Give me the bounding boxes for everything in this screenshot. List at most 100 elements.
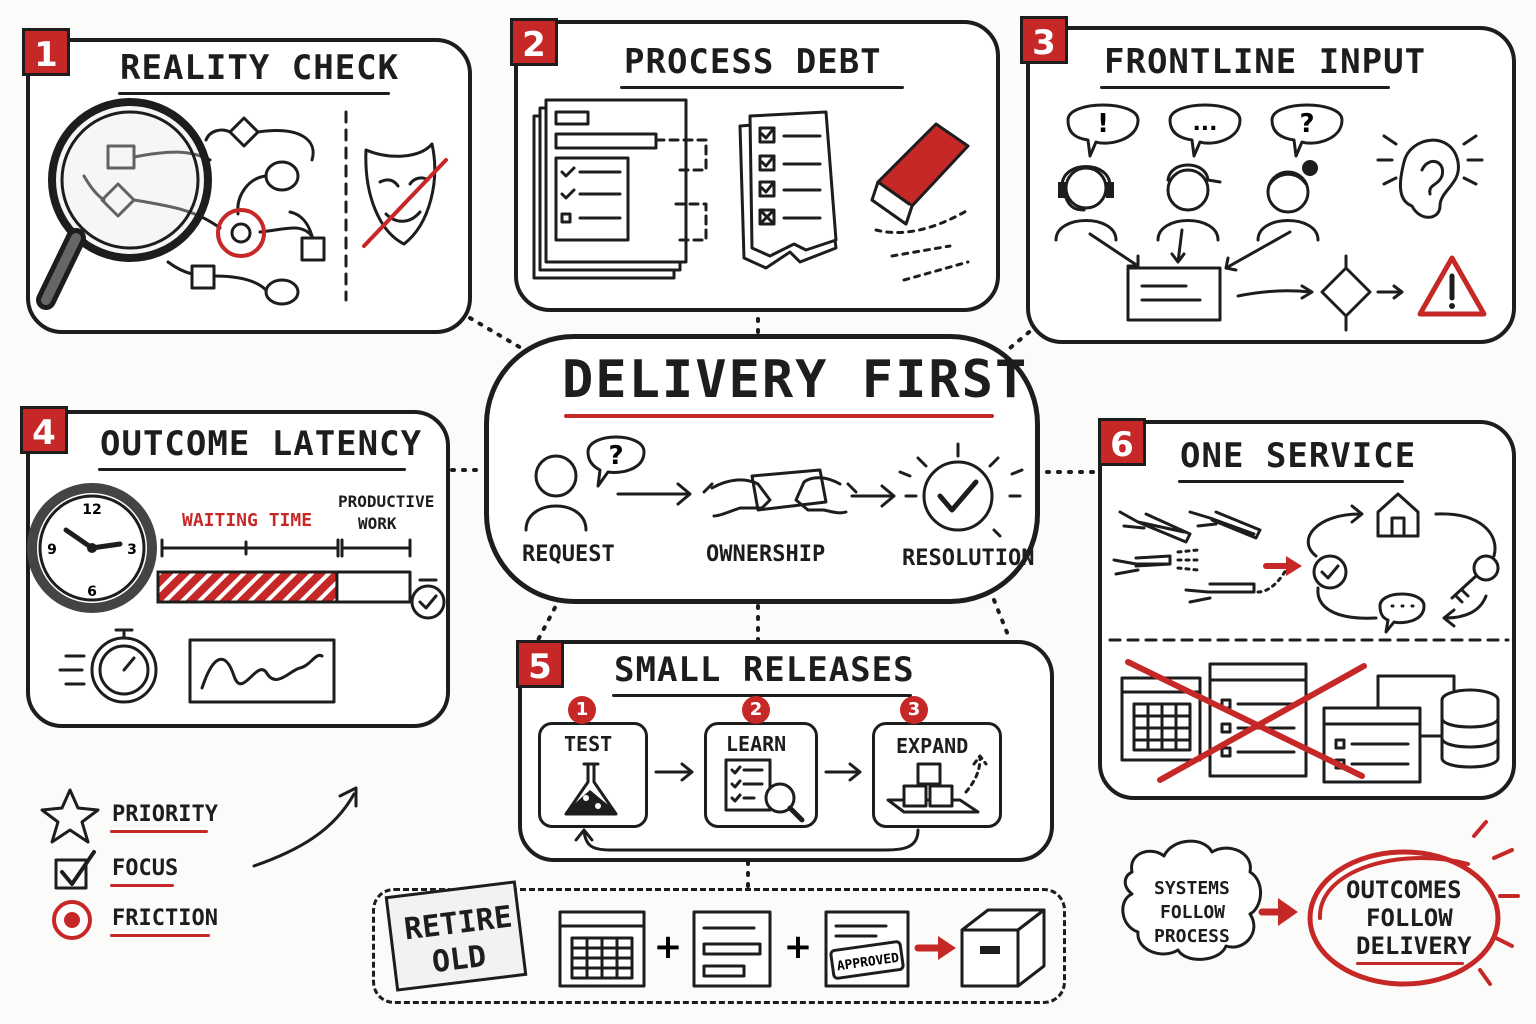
panel-6-underline	[1178, 480, 1404, 483]
legend-priority: PRIORITY	[112, 802, 218, 827]
target-icon	[52, 900, 92, 940]
eraser-icon	[870, 122, 970, 282]
checklist-magnifier-icon	[724, 758, 805, 823]
step-expand-label: EXPAND	[896, 734, 969, 758]
panel-5-title: SMALL RELEASES	[614, 650, 915, 690]
panel-2-underline	[620, 86, 904, 89]
archive-box-icon	[960, 908, 1046, 988]
center-step-ownership: OWNERSHIP	[706, 542, 826, 567]
clock-number-6: 6	[87, 584, 97, 600]
step-1-badge: 1	[568, 696, 596, 724]
request-person-icon	[524, 435, 646, 532]
legend-priority-underline	[110, 830, 208, 833]
torn-checklist	[738, 110, 838, 270]
form-stack	[532, 98, 708, 280]
clock-number-9: 9	[47, 542, 57, 558]
systems-line-1: SYSTEMS	[1154, 878, 1230, 899]
panel-2-number: 2	[510, 18, 558, 66]
clock-number-3: 3	[127, 542, 137, 558]
process-map	[82, 116, 326, 306]
productive-work-label-2: WORK	[358, 514, 397, 533]
waiting-time-label: WAITING TIME	[182, 510, 313, 531]
blocks-icon	[886, 754, 988, 814]
ear-icon	[1376, 134, 1484, 219]
spreadsheet-icon	[558, 910, 646, 988]
approved-doc-icon	[824, 910, 910, 988]
legend-focus-underline	[110, 884, 174, 887]
panel-1-title: REALITY CHECK	[120, 48, 400, 88]
systems-line-3: PROCESS	[1154, 926, 1230, 947]
productive-work-label-1: PRODUCTIVE	[338, 492, 435, 511]
step-learn-label: LEARN	[726, 732, 787, 756]
panel-1-number: 1	[22, 28, 70, 76]
outcomes-circle	[1307, 849, 1501, 987]
handshake-icon	[702, 468, 858, 518]
input-form-icon	[1126, 266, 1222, 322]
latency-bar-waiting	[156, 570, 339, 604]
panel-4-number: 4	[20, 406, 68, 454]
systems-line-2: FOLLOW	[1160, 902, 1226, 923]
worker-cap-icon	[1156, 163, 1222, 242]
bubble-3-text: ?	[1299, 109, 1314, 139]
legacy-systems-icons	[1120, 662, 1500, 784]
growth-arrow-icon	[252, 786, 358, 868]
mask-cross-out	[362, 158, 448, 248]
legend-friction: FRICTION	[112, 906, 218, 931]
outcomes-line-1: OUTCOMES	[1346, 876, 1462, 904]
friction-point-circle	[216, 208, 266, 258]
panel-3-title: FRONTLINE INPUT	[1104, 42, 1427, 82]
outcomes-delivery-underline	[1356, 962, 1464, 965]
center-title-underline	[564, 414, 994, 418]
legend-friction-underline	[110, 934, 210, 937]
legacy-cross-out	[1125, 659, 1367, 783]
panel-5-underline	[612, 694, 912, 697]
clock-number-12: 12	[82, 502, 101, 518]
flask-icon	[564, 762, 618, 816]
resolution-check-icon	[898, 442, 1024, 538]
chat-bubble-icon	[1378, 592, 1426, 634]
panel-3-underline	[1100, 86, 1390, 89]
warning-icon	[1417, 255, 1487, 317]
panel-3-number: 3	[1020, 16, 1068, 64]
checkbox-icon	[54, 850, 96, 890]
center-title: DELIVERY FIRST	[562, 350, 1029, 410]
star-icon	[40, 788, 100, 844]
home-icon	[1376, 492, 1420, 538]
panel-4-title: OUTCOME LATENCY	[100, 424, 423, 464]
legend-focus: FOCUS	[112, 856, 179, 881]
panel-2-title: PROCESS DEBT	[624, 42, 882, 82]
retire-old-area	[372, 888, 1066, 1004]
wave-graph-icon	[188, 638, 336, 704]
clock-icon	[27, 483, 157, 613]
panel-4-underline	[98, 468, 406, 471]
request-bubble-text: ?	[608, 441, 623, 471]
center-step-resolution: RESOLUTION	[902, 546, 1035, 571]
step-test-box	[538, 722, 648, 828]
key-icon	[1450, 554, 1500, 604]
form-icon	[692, 910, 772, 988]
plus-1: +	[654, 927, 683, 967]
support-agent-icon	[1054, 165, 1118, 242]
done-check-icon	[410, 578, 446, 620]
outcomes-line-2: FOLLOW	[1366, 904, 1453, 932]
center-step-request: REQUEST	[522, 542, 615, 567]
panel-6-title: ONE SERVICE	[1180, 436, 1417, 476]
step-test-label: TEST	[564, 732, 613, 756]
stopwatch-icon	[58, 628, 158, 704]
panel-5-number: 5	[516, 640, 564, 688]
plus-2: +	[784, 927, 813, 967]
speech-bubbles	[1066, 103, 1344, 158]
systems-cloud-shape	[1121, 839, 1262, 961]
step-2-badge: 2	[742, 696, 770, 724]
